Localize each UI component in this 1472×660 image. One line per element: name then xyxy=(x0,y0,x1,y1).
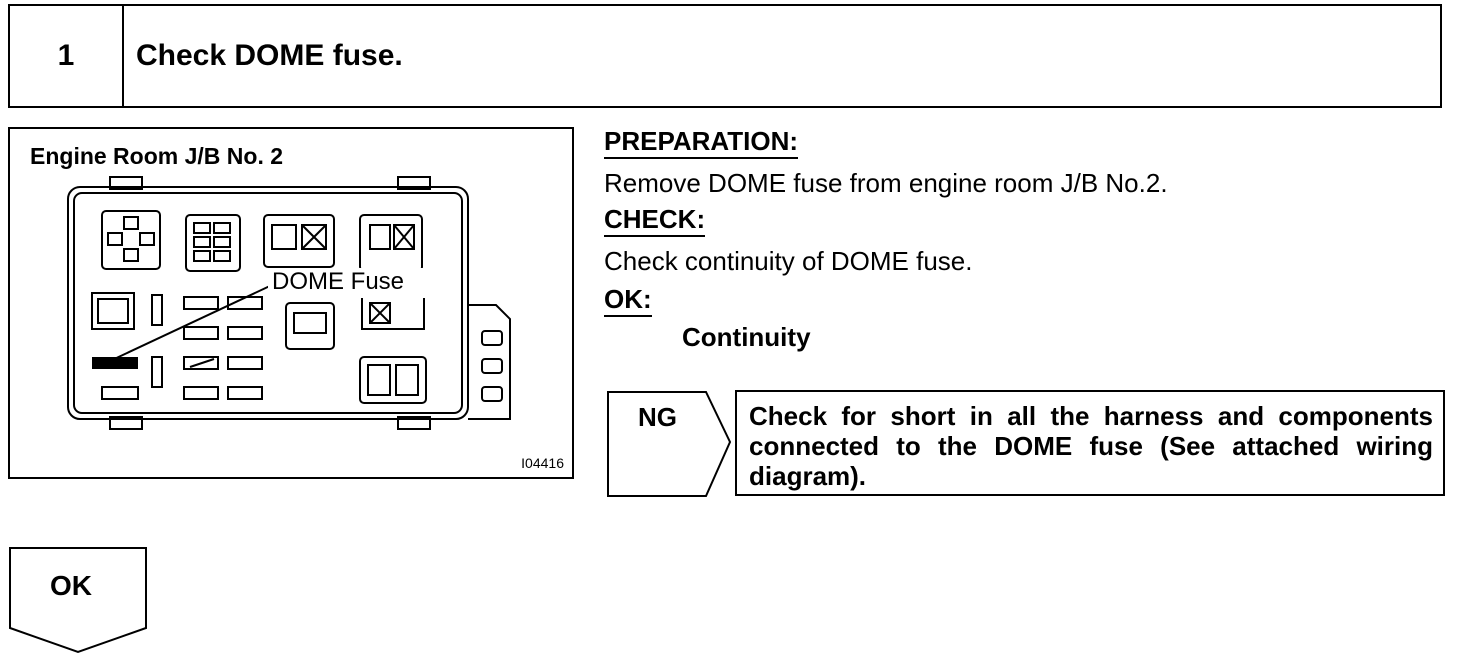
dome-fuse-callout: DOME Fuse xyxy=(272,268,405,295)
step-number: 1 xyxy=(10,6,124,106)
ng-action-box: Check for short in all the harness and c… xyxy=(735,390,1445,496)
check-section: CHECK: xyxy=(604,204,706,237)
junction-block-figure: Engine Room J/B No. 2 DOME Fuse I04416 xyxy=(8,127,574,479)
preparation-heading: PREPARATION: xyxy=(604,126,799,159)
check-text: Check continuity of DOME fuse. xyxy=(604,246,973,276)
ok-heading: OK: xyxy=(604,284,652,317)
ok-value: Continuity xyxy=(682,322,811,352)
ok-section: OK: xyxy=(604,284,652,317)
figure-code: I04416 xyxy=(521,455,564,471)
preparation-section: PREPARATION: xyxy=(604,126,799,159)
step-title: Check DOME fuse. xyxy=(136,39,403,72)
figure-title: Engine Room J/B No. 2 xyxy=(30,143,284,169)
check-heading: CHECK: xyxy=(604,204,706,237)
ok-result-label: OK xyxy=(50,570,92,601)
ng-arrow xyxy=(607,391,732,497)
ng-action-text: Check for short in all the harness and c… xyxy=(749,401,1433,491)
ok-arrow xyxy=(9,547,147,654)
preparation-text: Remove DOME fuse from engine room J/B No… xyxy=(604,168,1168,198)
dome-fuse-highlight xyxy=(92,357,138,369)
ng-label: NG xyxy=(638,402,677,432)
junction-block-diagram xyxy=(67,176,511,430)
step-header: 1 Check DOME fuse. xyxy=(8,4,1442,108)
